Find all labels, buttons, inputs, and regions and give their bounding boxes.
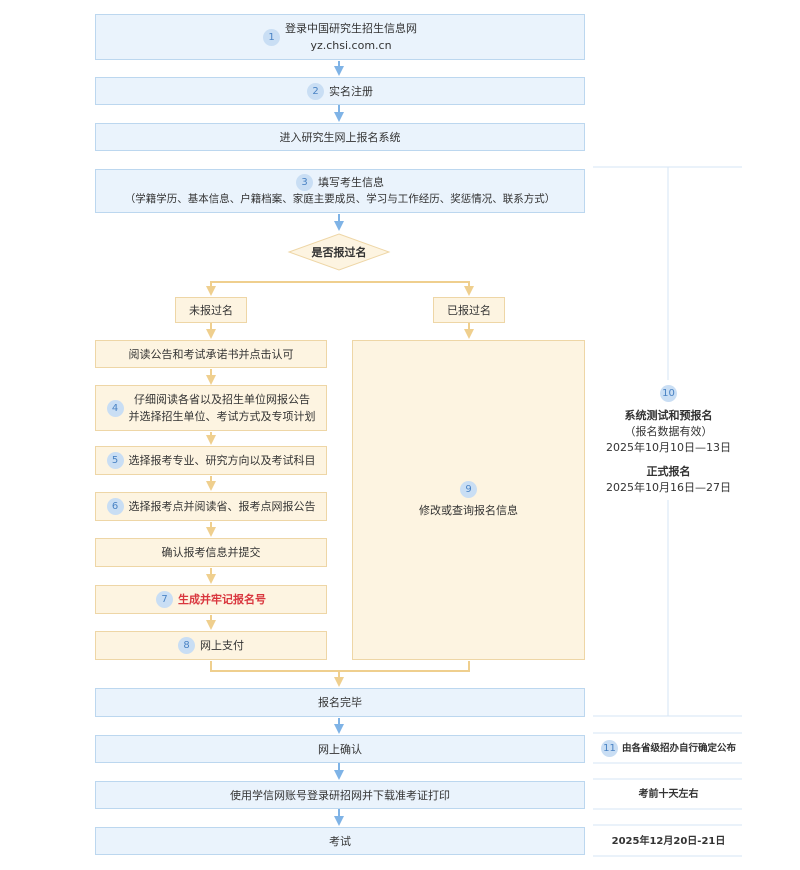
- read-notice-label: 阅读公告和考试承诺书并点击认可: [128, 347, 294, 361]
- not-applied-label: 未报过名: [189, 303, 233, 317]
- decision-label-box: 是否报过名: [289, 234, 389, 270]
- print-time-label: 考前十天左右: [638, 789, 699, 800]
- done-label: 报名完毕: [318, 696, 362, 709]
- applied-label: 已报过名: [447, 303, 491, 317]
- step-1-title: 登录中国研究生招生信息网: [285, 22, 417, 35]
- exam-box: 考试: [95, 827, 585, 855]
- enter-system-box: 进入研究生网上报名系统: [95, 123, 585, 151]
- step-9-box: 9 修改或查询报名信息: [352, 340, 585, 660]
- step-7-label: 生成并牢记报名号: [178, 593, 266, 606]
- step-10-date-2: 2025年10月16日—27日: [606, 480, 731, 494]
- step-8-badge: 8: [178, 637, 195, 654]
- step-11-panel: 11 由各省级招办自行确定公布: [595, 735, 742, 762]
- decision-label: 是否报过名: [311, 245, 367, 259]
- read-notice-box: 阅读公告和考试承诺书并点击认可: [95, 340, 327, 368]
- step-10-date-1: 2025年10月10日—13日: [606, 440, 731, 454]
- step-7-badge: 7: [156, 591, 173, 608]
- print-box: 使用学信网账号登录研招网并下载准考证打印: [95, 781, 585, 809]
- step-6-box: 6 选择报考点并阅读省、报考点网报公告: [95, 492, 327, 521]
- decision-diamond: [287, 233, 391, 271]
- step-10-badge: 10: [660, 384, 677, 402]
- online-confirm-box: 网上确认: [95, 735, 585, 763]
- applied-box: 已报过名: [433, 297, 505, 323]
- step-5-box: 5 选择报考专业、研究方向以及考试科目: [95, 446, 327, 475]
- step-10-title-2: 正式报名: [646, 464, 691, 478]
- step-10-sub-1: （报名数据有效）: [624, 424, 713, 438]
- step-4-line2: 并选择招生单位、考试方式及专项计划: [128, 410, 316, 423]
- step-6-label: 选择报考点并阅读省、报考点网报公告: [128, 500, 316, 513]
- step-2-label: 实名注册: [329, 84, 373, 98]
- step-4-line1: 仔细阅读各省以及招生单位网报公告: [134, 393, 310, 406]
- exam-label: 考试: [329, 834, 351, 848]
- confirm-submit-box: 确认报考信息并提交: [95, 538, 327, 567]
- not-applied-box: 未报过名: [175, 297, 247, 323]
- step-10-panel: 10 系统测试和预报名 （报名数据有效） 2025年10月10日—13日 正式报…: [595, 380, 742, 500]
- exam-date-panel: 2025年12月20日-21日: [595, 827, 742, 855]
- step-9-badge: 9: [460, 481, 477, 498]
- enter-system-label: 进入研究生网上报名系统: [279, 130, 401, 144]
- step-3-box: 3 填写考生信息 （学籍学历、基本信息、户籍档案、家庭主要成员、学习与工作经历、…: [95, 169, 585, 213]
- step-5-badge: 5: [106, 452, 124, 469]
- step-11-badge: 11: [600, 740, 618, 757]
- step-3-title: 填写考生信息: [318, 176, 384, 189]
- step-6-badge: 6: [106, 498, 124, 515]
- step-3-badge: 3: [296, 174, 313, 191]
- step-4-box: 4 仔细阅读各省以及招生单位网报公告 并选择招生单位、考试方式及专项计划: [95, 385, 327, 431]
- step-7-box: 7 生成并牢记报名号: [95, 585, 327, 614]
- step-8-label: 网上支付: [200, 639, 244, 652]
- step-1-url: yz.chsi.com.cn: [310, 39, 392, 52]
- confirm-submit-label: 确认报考信息并提交: [161, 546, 261, 559]
- step-9-label: 修改或查询报名信息: [419, 504, 518, 517]
- print-time-panel: 考前十天左右: [595, 781, 742, 808]
- branch-line: [210, 281, 474, 296]
- exam-date-label: 2025年12月20日-21日: [611, 835, 726, 847]
- step-4-badge: 4: [106, 399, 124, 417]
- step-5-label: 选择报考专业、研究方向以及考试科目: [128, 454, 316, 467]
- step-3-detail: （学籍学历、基本信息、户籍档案、家庭主要成员、学习与工作经历、奖惩情况、联系方式…: [124, 193, 556, 205]
- step-8-box: 8 网上支付: [95, 631, 327, 660]
- step-11-label: 由各省级招办自行确定公布: [621, 743, 736, 754]
- step-1-badge: 1: [263, 28, 280, 46]
- step-2-box: 2 实名注册: [95, 77, 585, 105]
- step-2-badge: 2: [307, 82, 324, 100]
- merge-line: [210, 661, 470, 672]
- step-10-title-1: 系统测试和预报名: [624, 408, 713, 422]
- done-box: 报名完毕: [95, 688, 585, 717]
- step-1-box: 1 登录中国研究生招生信息网 yz.chsi.com.cn: [95, 14, 585, 60]
- online-confirm-label: 网上确认: [318, 742, 362, 756]
- print-label: 使用学信网账号登录研招网并下载准考证打印: [230, 788, 450, 802]
